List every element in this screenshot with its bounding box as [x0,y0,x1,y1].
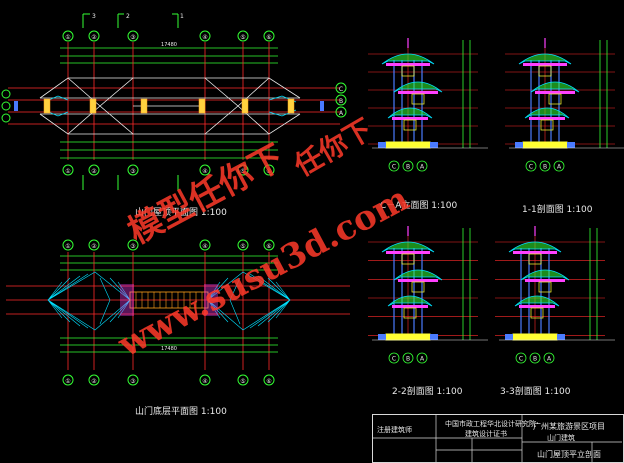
bplan-axis-5: ⑤ [240,243,245,250]
bplan-axis-b1: ① [65,378,70,385]
axis-bottom-2: ② [91,168,97,175]
bottom-floor-plan: ① ② ③ ④ ⑤ ⑥ [6,239,350,386]
elev-axis-bubble [402,160,414,172]
axis-1: ① [65,34,70,41]
side-axis-bubbles: C B A [1,82,347,123]
section-mark-2: 2 [126,13,130,20]
tb-subproject: 山门建筑 [547,434,575,442]
axis-bottom-1: ① [65,168,70,175]
elev-axis-bubble [402,352,414,364]
section-mark-3: 3 [92,13,96,20]
bplan-axis-3: ③ [130,243,135,250]
elev-axis-bubble [525,160,537,172]
bplan-axis-4: ④ [202,243,207,250]
bplan-axis-1: ① [65,243,70,250]
axis-bottom-6: ⑥ [266,168,271,175]
top-plan-caption: 山门屋顶平面图 1:100 [135,208,227,218]
elevation-caption-3: 2-2剖面图 1:100 [392,387,463,397]
bplan-axis-b4: ④ [202,378,207,385]
bottom-overall-dimension: 17480 [161,346,177,352]
bplan-axis-b3: ③ [130,378,135,385]
pagoda-elevations: C B A C B A C B A C B A [368,38,624,364]
bplan-axis-b2: ② [91,378,97,385]
elev-axis-label: C [392,356,396,363]
axis-right-a: A [339,110,344,117]
elev-axis-bubble [529,352,541,364]
elevation-caption-1: C－A立面图 1:100 [380,201,458,211]
axis-bottom-4: ④ [202,168,207,175]
bottom-plan-caption: 山门底层平面图 1:100 [135,407,227,417]
central-corridor [120,284,218,316]
elev-axis-label: A [420,164,425,171]
elev-axis-label: B [406,164,410,171]
axis-3: ③ [130,34,135,41]
top-axis-bubbles: ① ② ③ ④ ⑤ ⑥ [62,30,275,42]
title-block-grid [372,414,622,462]
elev-axis-bubble [388,352,400,364]
axis-5: ⑤ [240,34,245,41]
elev-axis-label: A [547,356,552,363]
axis-4: ④ [202,34,207,41]
elev-axis-bubble [416,352,428,364]
elev-axis-bubble [388,160,400,172]
elev-axis-label: A [557,164,562,171]
bplan-axis-b5: ⑤ [240,378,245,385]
elev-axis-label: C [529,164,533,171]
axis-bottom-5: ⑤ [240,168,245,175]
elev-axis-bubble [539,160,551,172]
tb-cert: 建筑设计证书 [465,430,507,438]
axis-right-b: B [339,98,343,105]
axis-6: ⑥ [266,34,271,41]
elev-axis-label: B [406,356,410,363]
tb-company: 中国市政工程华北设计研究院 [445,420,536,428]
elev-axis-bubble [515,352,527,364]
bplan-axis-6: ⑥ [266,243,271,250]
top-overall-dimension: 17480 [161,42,177,48]
elev-axis-bubble [543,352,555,364]
bplan-axis-2: ② [91,243,97,250]
elev-axis-bubble [416,160,428,172]
top-roof-plan: 3 2 1 ① ② ③ ④ ⑤ ⑥ 17480 [1,13,347,190]
elev-axis-label: A [420,356,425,363]
elev-axis-bubble [553,160,565,172]
axis-2: ② [91,34,97,41]
tb-owner: 注册建筑师 [377,426,412,434]
elev-axis-label: C [392,164,396,171]
bplan-axis-b6: ⑥ [266,378,271,385]
elevation-caption-2: 1-1剖面图 1:100 [522,205,593,215]
elev-axis-label: C [519,356,523,363]
elevation-caption-4: 3-3剖面图 1:100 [500,387,571,397]
tb-drawing: 山门屋顶平立剖面 [537,450,601,459]
elev-axis-label: B [543,164,547,171]
axis-bottom-3: ③ [130,168,135,175]
tb-project: 广州某旅游景区项目 [533,422,605,431]
section-mark-1: 1 [180,13,184,20]
axis-right-c: C [339,86,343,93]
elev-axis-label: B [533,356,537,363]
